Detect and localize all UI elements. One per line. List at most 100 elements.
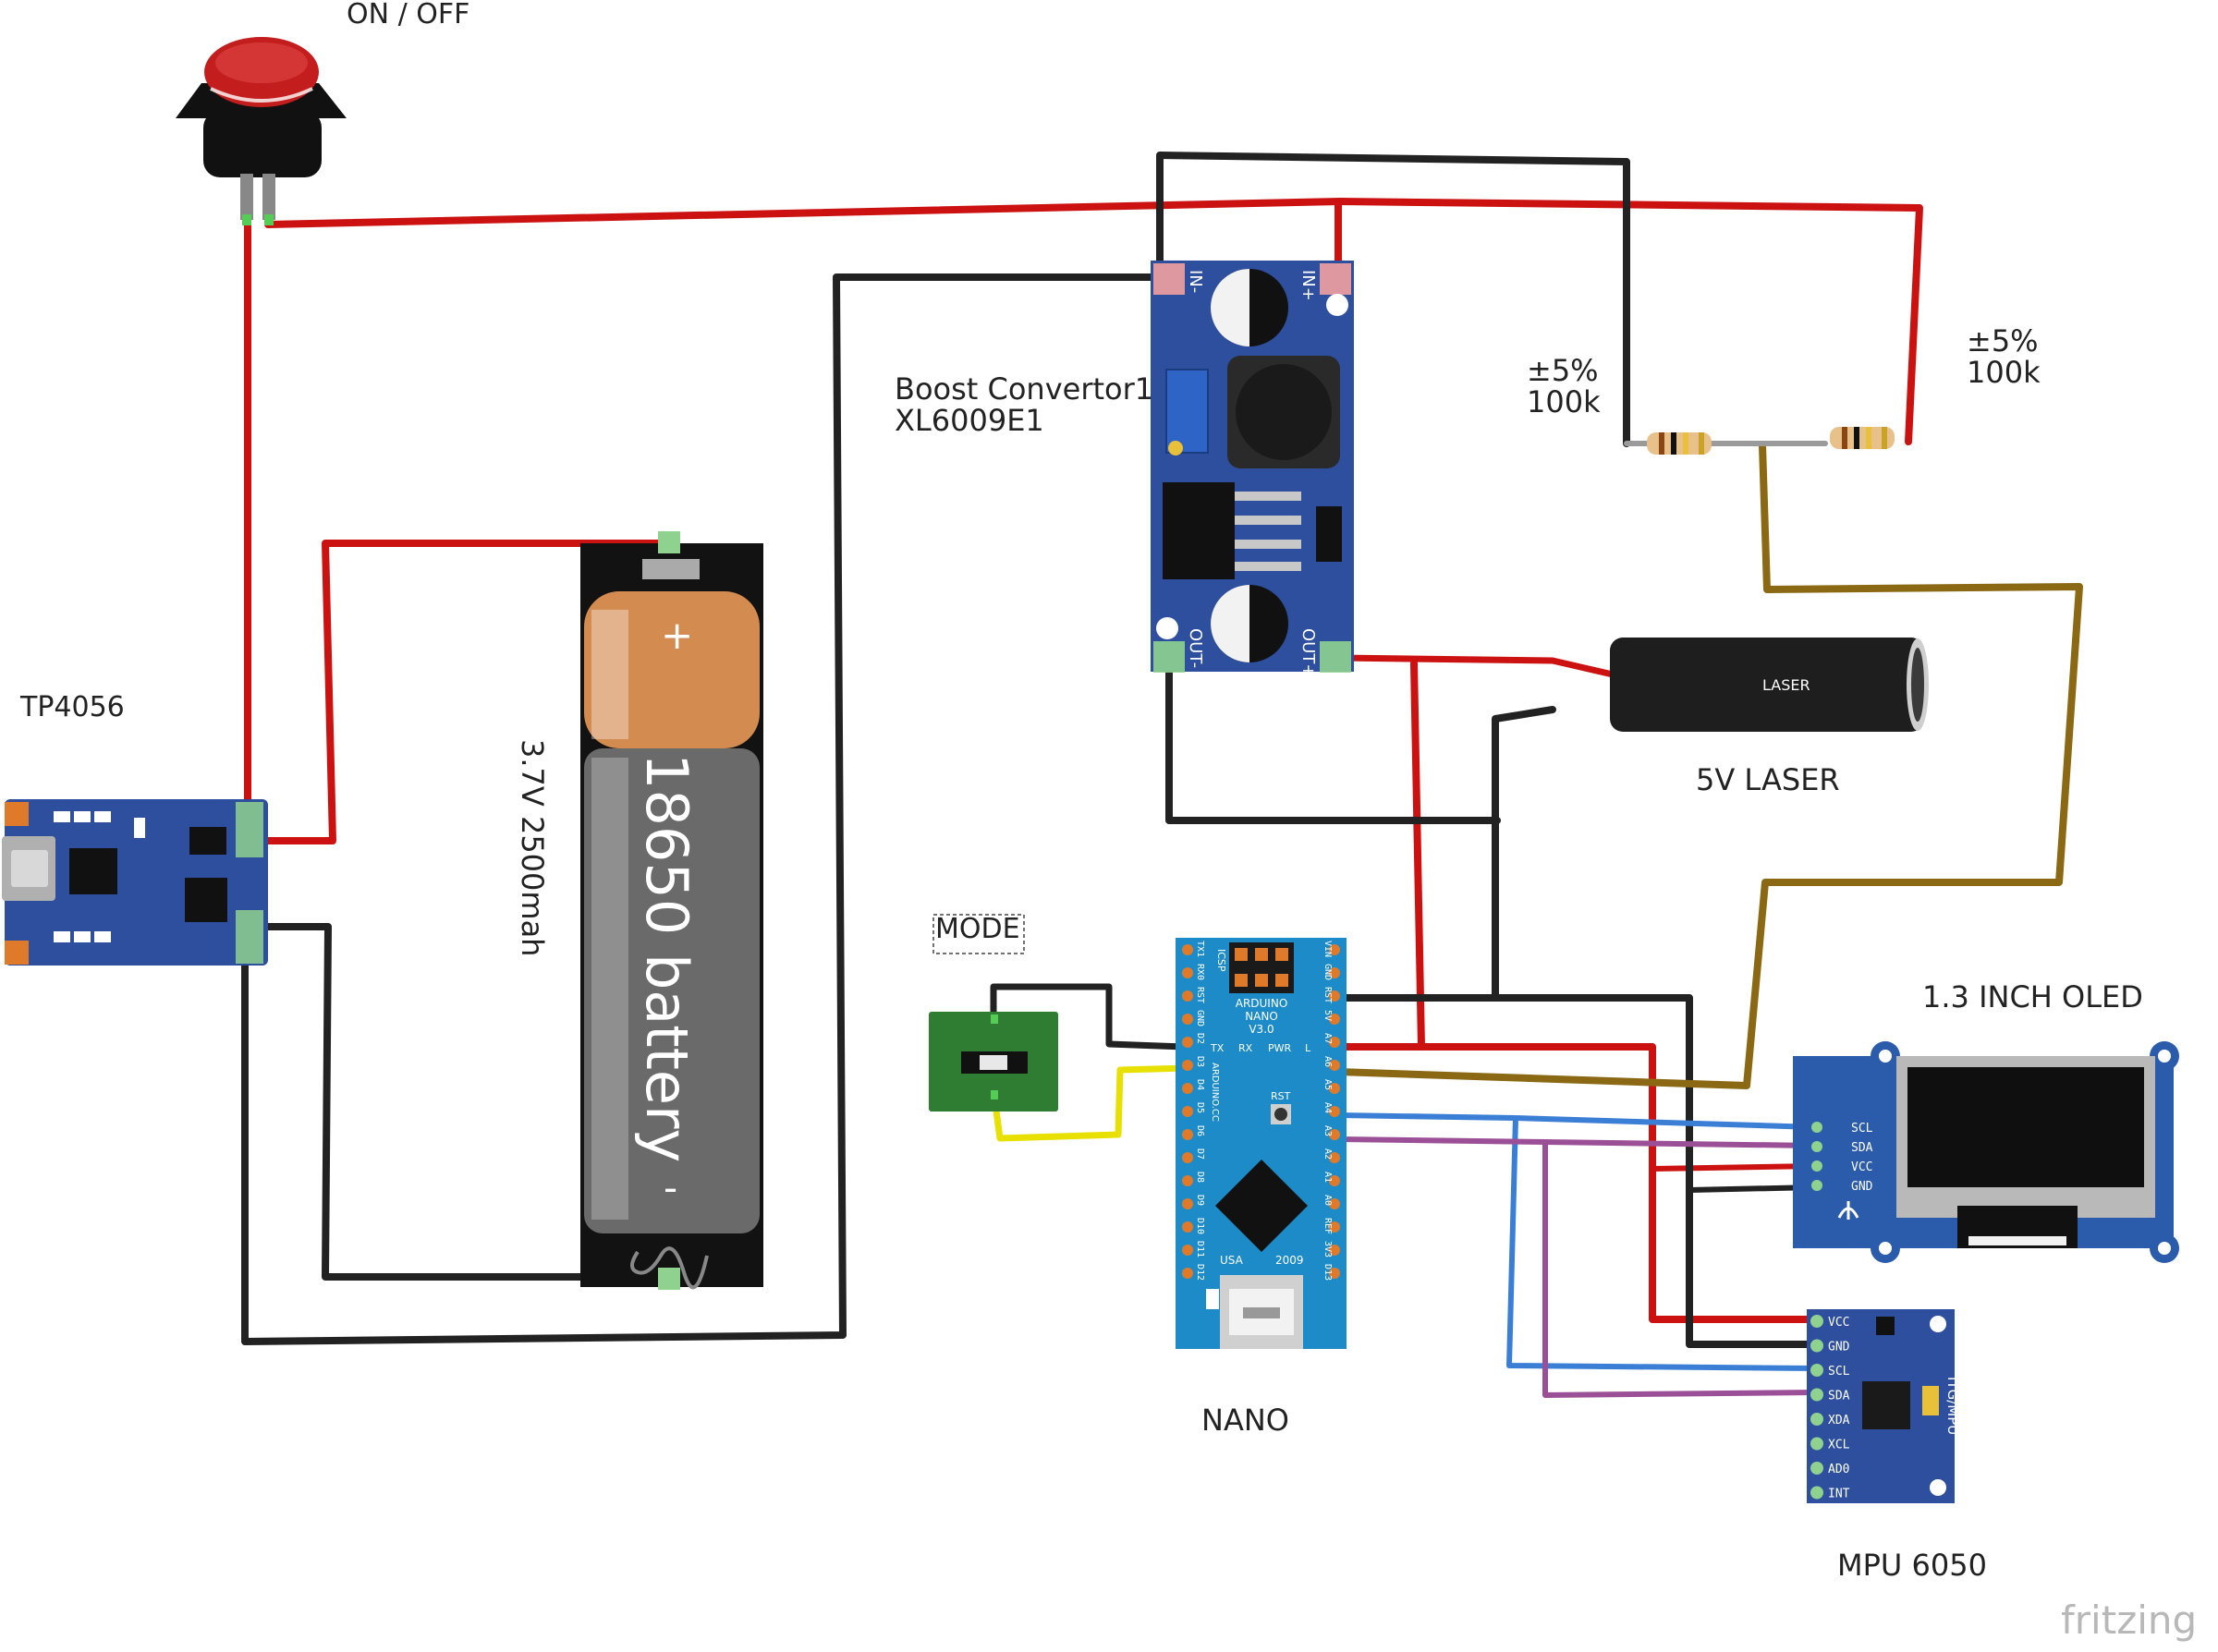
nano-pin-hole[interactable] xyxy=(1329,967,1340,978)
nano-pin-hole[interactable] xyxy=(1329,1221,1340,1233)
wire-nano-5v-to-mpu[interactable] xyxy=(1334,1043,1820,1323)
nano-pin-label: A2 xyxy=(1322,1148,1333,1160)
wire-nano-gnd-to-mpu[interactable] xyxy=(1492,994,1820,1348)
nano-pin-hole[interactable] xyxy=(1182,1014,1193,1025)
nano-pin-hole[interactable] xyxy=(1329,1106,1340,1117)
mpu-pin-hole[interactable] xyxy=(1810,1413,1823,1426)
wire-ground-long-loop[interactable] xyxy=(241,273,1164,1345)
nano-pin-hole[interactable] xyxy=(1329,1268,1340,1279)
nano-pin-hole[interactable] xyxy=(1329,1129,1340,1140)
oled-pin-hole[interactable] xyxy=(1811,1122,1822,1133)
nano-pin-hole[interactable] xyxy=(1182,1037,1193,1048)
mpu-pin-hole[interactable] xyxy=(1810,1486,1823,1500)
wire-mode-to-d2[interactable] xyxy=(990,1064,1188,1142)
wire-boost-out-minus[interactable] xyxy=(1165,654,1501,824)
nano-pin-hole[interactable] xyxy=(1182,1268,1193,1279)
battery-holder[interactable] xyxy=(580,531,763,1290)
nano-pin-label: GND xyxy=(1322,964,1333,980)
wire-laser-ground[interactable] xyxy=(1334,706,1556,1002)
wire-5v-to-oled-vcc[interactable] xyxy=(1650,1163,1819,1172)
nano-l-label: L xyxy=(1305,1042,1311,1054)
wire-mode-switch-ground[interactable] xyxy=(990,983,1188,1051)
wire-a5-to-scl[interactable] xyxy=(1335,1112,1819,1130)
mpu6050-module[interactable] xyxy=(1807,1309,1955,1503)
power-button[interactable] xyxy=(176,37,347,225)
mpu-pin-label: AD0 xyxy=(1828,1463,1849,1476)
battery-minus-sign: - xyxy=(664,1165,677,1210)
battery-capacity-label: 3.7V 2500mah xyxy=(515,739,550,956)
oled-pin-hole[interactable] xyxy=(1811,1141,1822,1152)
fritzing-watermark: fritzing xyxy=(2061,1597,2197,1643)
boost-label-line1: Boost Convertor1 xyxy=(895,371,1153,407)
nano-pin-label: D11 xyxy=(1195,1241,1205,1257)
oled-pin-label: VCC xyxy=(1851,1160,1872,1174)
nano-icsp-label: ICSP xyxy=(1215,949,1227,972)
nano-pin-hole[interactable] xyxy=(1182,1152,1193,1163)
arduino-nano[interactable] xyxy=(1176,938,1347,1349)
boost-pin-out-minus: OUT- xyxy=(1186,628,1205,668)
nano-pin-hole[interactable] xyxy=(1329,1060,1340,1071)
mpu-pin-label: XDA xyxy=(1828,1414,1850,1427)
wire-sda-to-mpu[interactable] xyxy=(1542,1139,1819,1398)
mpu-pin-hole[interactable] xyxy=(1810,1339,1823,1353)
on-off-label: ON / OFF xyxy=(347,0,469,30)
nano-pin-hole[interactable] xyxy=(1182,1060,1193,1071)
mpu-pin-label: GND xyxy=(1828,1341,1850,1354)
nano-pin-hole[interactable] xyxy=(1329,1014,1340,1025)
nano-pin-hole[interactable] xyxy=(1182,990,1193,1002)
nano-pin-hole[interactable] xyxy=(1182,1198,1193,1209)
wire-a4-to-sda[interactable] xyxy=(1335,1136,1819,1148)
nano-pin-label: D10 xyxy=(1195,1218,1205,1234)
nano-pin-hole[interactable] xyxy=(1329,1175,1340,1186)
mpu-pin-hole[interactable] xyxy=(1810,1315,1823,1328)
nano-pin-hole[interactable] xyxy=(1329,944,1340,955)
nano-pin-label: RX0 xyxy=(1195,964,1205,980)
nano-pin-hole[interactable] xyxy=(1182,1245,1193,1256)
nano-pin-hole[interactable] xyxy=(1182,1221,1193,1233)
nano-pin-hole[interactable] xyxy=(1182,967,1193,978)
wire-divider-to-a7[interactable] xyxy=(1334,442,2083,1089)
nano-pin-hole[interactable] xyxy=(1182,1106,1193,1117)
resistor-2[interactable] xyxy=(1830,427,1895,449)
nano-pin-label: D9 xyxy=(1195,1195,1205,1206)
nano-pin-label: A6 xyxy=(1322,1056,1333,1067)
wire-scl-to-mpu[interactable] xyxy=(1506,1115,1819,1371)
wire-tp4056-to-battery-plus[interactable] xyxy=(255,540,667,844)
mpu-pin-hole[interactable] xyxy=(1810,1388,1823,1402)
nano-pin-hole[interactable] xyxy=(1182,1129,1193,1140)
nano-pin-label: D4 xyxy=(1195,1079,1205,1090)
mpu-pin-label: SDA xyxy=(1828,1390,1850,1403)
wire-boost-in-minus[interactable] xyxy=(1156,152,1630,447)
wire-5v-to-resistor-chain[interactable] xyxy=(1334,660,1425,1051)
tp4056-module[interactable] xyxy=(2,799,268,966)
nano-pin-hole[interactable] xyxy=(1182,1175,1193,1186)
oled-pin-hole[interactable] xyxy=(1811,1180,1822,1191)
nano-pin-label: D13 xyxy=(1322,1264,1333,1281)
nano-pin-hole[interactable] xyxy=(1329,1245,1340,1256)
resistor-1[interactable] xyxy=(1647,432,1712,455)
wire-boost-out-to-laser[interactable] xyxy=(1336,654,1616,678)
mpu-pin-hole[interactable] xyxy=(1810,1364,1823,1377)
boost-converter[interactable] xyxy=(1151,261,1354,673)
nano-pin-hole[interactable] xyxy=(1329,990,1340,1002)
mpu-pin-hole[interactable] xyxy=(1810,1437,1823,1451)
resistor-1-value: 100k xyxy=(1527,384,1601,419)
nano-pin-hole[interactable] xyxy=(1182,944,1193,955)
nano-pin-hole[interactable] xyxy=(1182,1083,1193,1094)
resistor-2-value: 100k xyxy=(1967,355,2041,390)
wire-tp4056-to-battery-minus[interactable] xyxy=(255,923,667,1281)
mode-switch[interactable] xyxy=(929,1012,1058,1111)
oled-display[interactable] xyxy=(1793,1041,2179,1263)
nano-pin-hole[interactable] xyxy=(1329,1152,1340,1163)
nano-pin-hole[interactable] xyxy=(1329,1083,1340,1094)
mode-label-box xyxy=(932,914,1025,954)
nano-pin-hole[interactable] xyxy=(1329,1198,1340,1209)
nano-tx-label: TX xyxy=(1210,1042,1225,1054)
laser-module[interactable] xyxy=(1610,638,1929,732)
oled-pin-hole[interactable] xyxy=(1811,1160,1822,1172)
mode-label: MODE xyxy=(935,913,1020,945)
nano-pin-hole[interactable] xyxy=(1329,1037,1340,1048)
mpu-pin-hole[interactable] xyxy=(1810,1462,1823,1475)
